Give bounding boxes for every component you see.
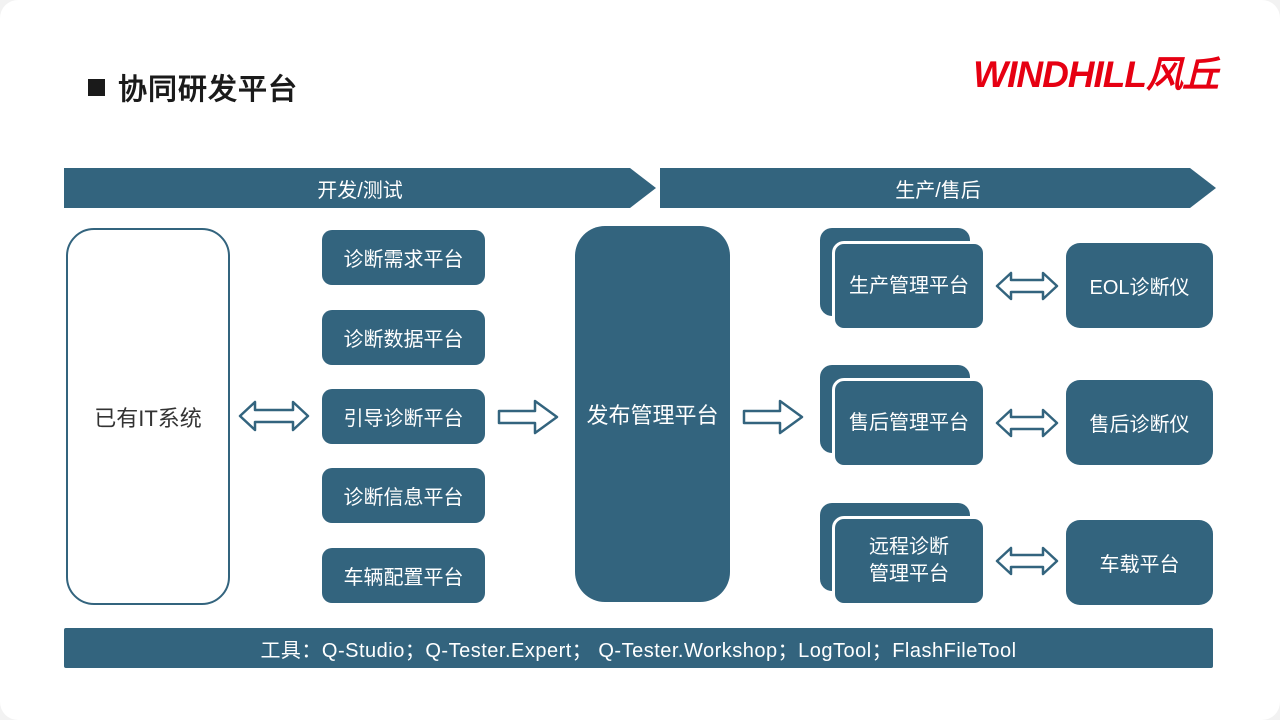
double-arrow-icon — [237, 397, 311, 435]
remote-diagnostics-box: 远程诊断 管理平台 — [832, 516, 986, 606]
stack-aftersales-management: 售后管理平台 — [820, 365, 988, 469]
title-bullet-icon — [88, 79, 105, 96]
page-title: 协同研发平台 — [118, 74, 299, 106]
eol-diagnostic-box: EOL诊断仪 — [1066, 243, 1213, 328]
double-arrow-icon — [994, 542, 1060, 580]
brand-logo: WINDHILL风丘 — [973, 54, 1219, 95]
double-arrow-icon — [994, 267, 1060, 305]
banner-prod-service: 生产/售后 — [660, 168, 1216, 208]
box-diagnostic-info: 诊断信息平台 — [322, 468, 485, 523]
box-diagnostic-data: 诊断数据平台 — [322, 310, 485, 365]
box-guided-diagnostics: 引导诊断平台 — [322, 389, 485, 444]
double-arrow-icon — [994, 404, 1060, 442]
box-vehicle-config: 车辆配置平台 — [322, 548, 485, 603]
stack-production-management: 生产管理平台 — [820, 228, 988, 332]
banner-dev-test: 开发/测试 — [64, 168, 656, 208]
box-diagnostic-requirement: 诊断需求平台 — [322, 230, 485, 285]
aftersales-management-box: 售后管理平台 — [832, 378, 986, 468]
existing-it-system-box: 已有IT系统 — [66, 228, 230, 605]
release-management-box: 发布管理平台 — [575, 226, 730, 602]
production-management-box: 生产管理平台 — [832, 241, 986, 331]
right-arrow-icon — [740, 397, 806, 437]
aftersales-diagnostic-box: 售后诊断仪 — [1066, 380, 1213, 465]
tools-bar: 工具：Q-Studio；Q-Tester.Expert； Q-Tester.Wo… — [64, 628, 1213, 668]
vehicle-platform-box: 车载平台 — [1066, 520, 1213, 605]
right-arrow-icon — [495, 397, 561, 437]
stack-remote-diagnostics: 远程诊断 管理平台 — [820, 503, 988, 607]
